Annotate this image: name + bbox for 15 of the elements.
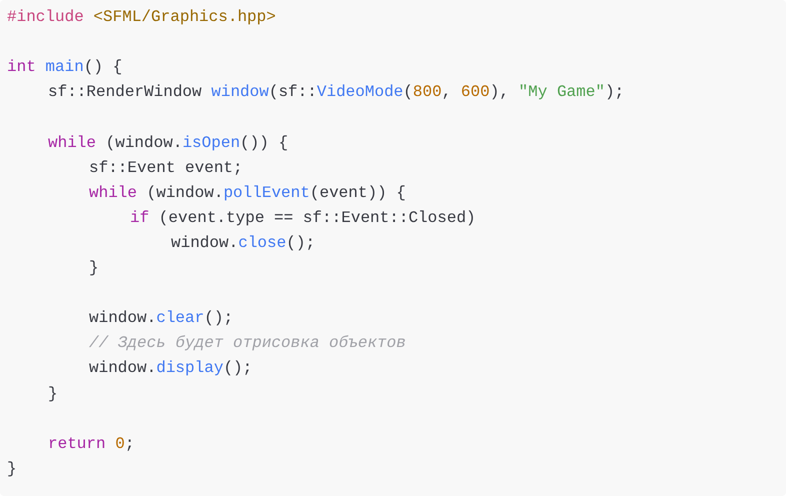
code-line: while (window.pollEvent(event)) { [89, 182, 406, 204]
code-line: while (window.isOpen()) { [48, 132, 288, 154]
code-line: } [48, 384, 58, 404]
code-line: window.close(); [171, 232, 316, 254]
code-line: if (event.type == sf::Event::Closed) [130, 208, 476, 229]
code-line: // Здесь будет отрисовка объектов [89, 333, 406, 354]
code-line: sf::RenderWindow window(sf::VideoMode(800, 600), "My Game"); [48, 82, 624, 104]
code-line: } [7, 458, 17, 480]
code-line: return 0; [48, 434, 134, 455]
code-line: #include <SFML/Graphics.hpp> [7, 7, 276, 28]
code-line: window.display(); [89, 358, 252, 380]
code-line: int main() { [7, 57, 122, 78]
code-line: window.clear(); [89, 308, 234, 330]
code-line: sf::Event event; [89, 158, 243, 179]
code-line: } [89, 258, 99, 279]
